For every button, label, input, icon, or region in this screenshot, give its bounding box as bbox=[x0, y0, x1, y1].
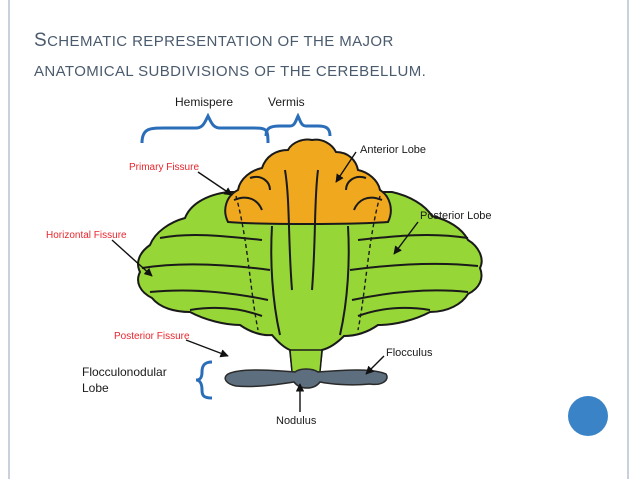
top-brackets bbox=[140, 112, 332, 400]
vermis-bracket bbox=[264, 112, 332, 137]
hemisphere-bracket bbox=[140, 112, 270, 144]
hemisphere-label: Hemispere bbox=[175, 95, 233, 109]
anterior-lobe-shape bbox=[224, 138, 392, 225]
slide-nav-circle[interactable] bbox=[568, 396, 608, 436]
flocculonodular-lobe-shape bbox=[224, 368, 388, 389]
flocculonodular-bracket bbox=[195, 360, 213, 400]
slide-title-line-2: anatomical subdivisions of the cerebellu… bbox=[34, 63, 427, 80]
right-border-line bbox=[627, 0, 629, 479]
folia-lines bbox=[141, 169, 479, 336]
anterior-lobe-label: Anterior Lobe bbox=[360, 144, 426, 156]
left-border-line bbox=[8, 0, 10, 479]
paramedian-dashed-lines bbox=[235, 195, 381, 331]
label-arrows bbox=[111, 151, 419, 412]
posterior-fissure-label: Posterior Fissure bbox=[114, 331, 190, 342]
flocculonodular-label-line1: Flocculonodular bbox=[82, 365, 167, 379]
vermis-label: Vermis bbox=[268, 95, 305, 109]
primary-fissure-label: Primary Fissure bbox=[129, 162, 199, 173]
horizontal-fissure-label: Horizontal Fissure bbox=[46, 230, 127, 241]
flocculus-label: Flocculus bbox=[386, 347, 433, 359]
posterior-lobe-label: Posterior Lobe bbox=[420, 210, 492, 222]
slide-title: Schematic representation of the major an… bbox=[34, 26, 594, 87]
flocculonodular-label-line2: Lobe bbox=[82, 381, 109, 395]
slide-title-line-1: Schematic representation of the major bbox=[34, 30, 394, 51]
nodulus-label: Nodulus bbox=[276, 415, 317, 427]
